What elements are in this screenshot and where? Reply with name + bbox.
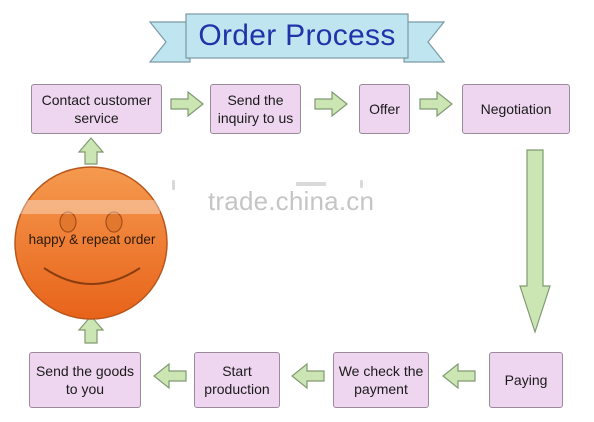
page-title: Order Process	[198, 19, 396, 52]
step-offer: Offer	[359, 84, 410, 134]
step-start-production: Start production	[194, 352, 280, 408]
arrow-up-bottom	[77, 315, 105, 344]
arrow-left-3	[153, 362, 187, 390]
banner-left-tail	[148, 21, 191, 63]
watermark-mark	[172, 180, 175, 190]
step-negotiation: Negotiation	[462, 84, 570, 134]
smiley-right-eye	[105, 211, 123, 233]
banner-right-tail	[403, 21, 446, 63]
step-we-check-payment: We check the payment	[333, 352, 429, 408]
arrow-right-1	[170, 90, 204, 118]
smiley-mouth	[43, 267, 141, 285]
watermark-smear	[20, 200, 160, 214]
smiley-left-eye	[59, 211, 77, 233]
arrow-right-2	[314, 90, 348, 118]
banner-center	[185, 13, 409, 59]
step-contact-customer-service: Contact customer service	[31, 84, 162, 134]
arrow-left-2	[291, 362, 325, 390]
watermark-text: trade.china.cn	[208, 186, 375, 216]
step-paying: Paying	[489, 352, 563, 408]
center-label: happy & repeat order	[28, 232, 156, 247]
watermark-mark	[296, 182, 326, 186]
arrow-down-main	[519, 149, 551, 334]
smiley-face-icon	[14, 166, 168, 320]
arrow-up-top	[77, 137, 105, 165]
step-send-inquiry: Send the inquiry to us	[210, 84, 301, 134]
arrow-right-3	[419, 90, 453, 118]
watermark-mark	[360, 180, 363, 188]
step-send-goods: Send the goods to you	[29, 352, 141, 408]
arrow-left-1	[442, 362, 476, 390]
